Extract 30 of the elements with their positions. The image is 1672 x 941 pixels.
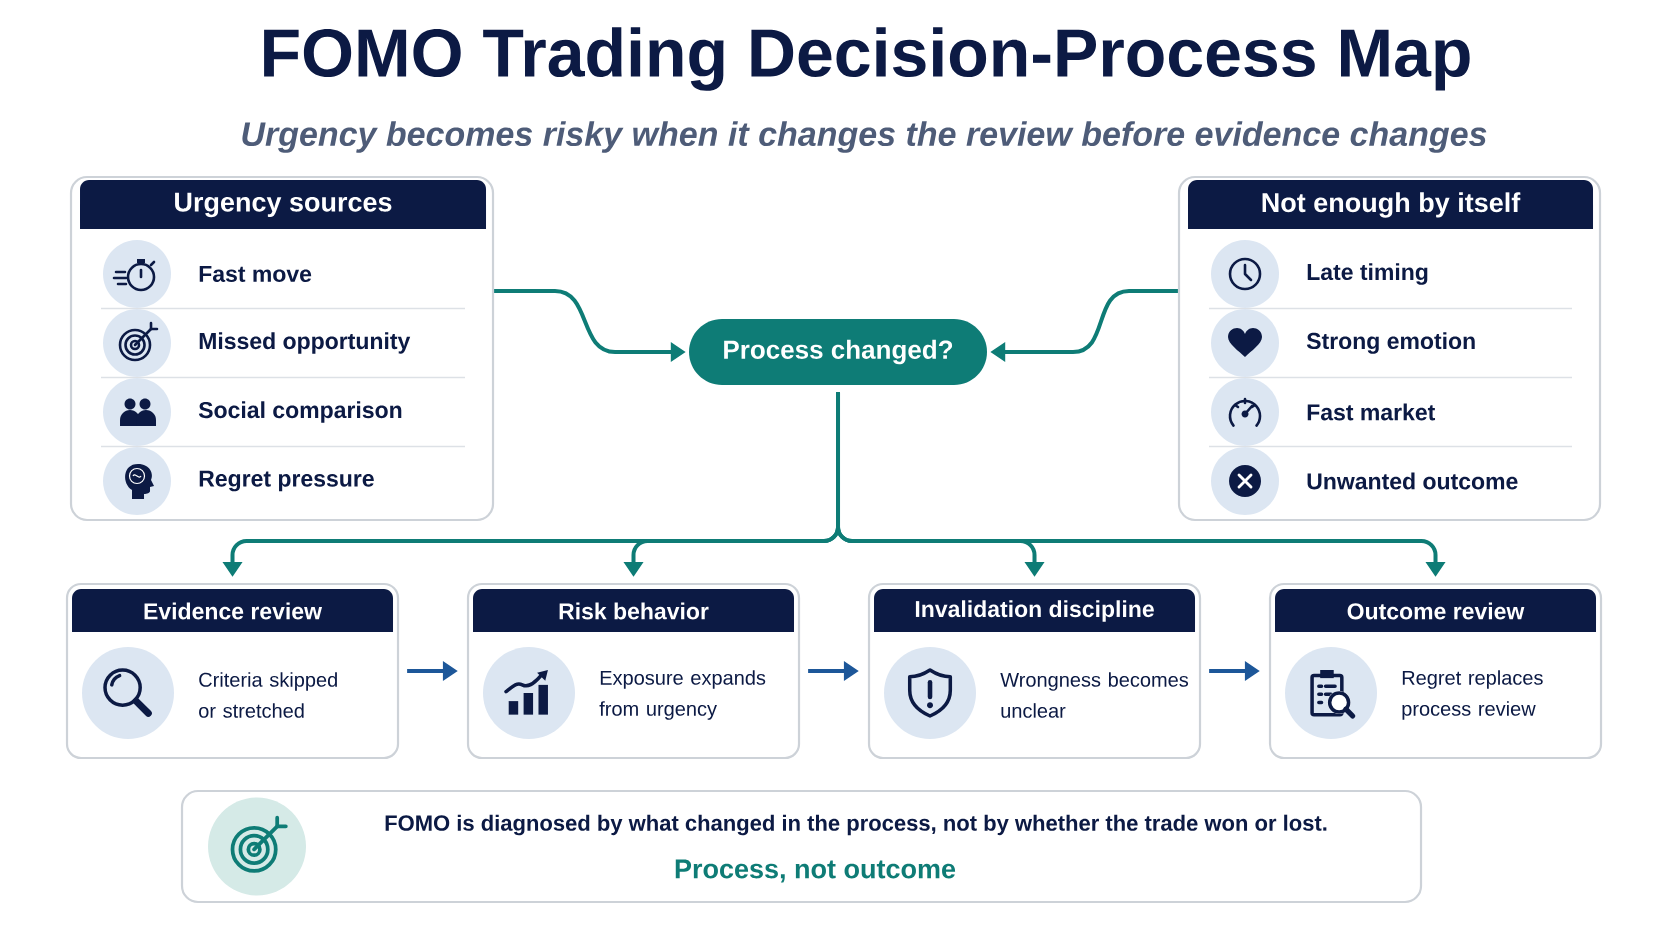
stage-card — [466, 582, 801, 760]
list-panel — [1177, 175, 1602, 522]
list-item: Fast move — [199, 265, 312, 282]
list-item: Social comparison — [198, 401, 402, 423]
subtitle: Urgency becomes risky when it changes the review before evidence changes — [242, 121, 1487, 153]
list-item: Late timing — [1307, 263, 1428, 285]
list-item: Missed opportunity — [199, 332, 411, 354]
stage-card — [65, 582, 400, 760]
list-item: Regret pressure — [199, 470, 374, 492]
note-text: FOMO is diagnosed by what changed in the process, not by whether the trade won or lost. — [385, 814, 1327, 836]
note-box — [180, 789, 1423, 904]
card-text: Regret replaces process review — [1402, 670, 1543, 720]
stage-card — [867, 582, 1202, 760]
list-item: Unwanted outcome — [1307, 472, 1518, 490]
list-item: Strong emotion — [1306, 332, 1475, 354]
card-text: Wrongness becomes unclear — [1000, 672, 1189, 718]
card-text: Exposure expands from urgency — [599, 670, 766, 720]
card-header: Outcome review — [1275, 589, 1596, 632]
list-panel — [69, 175, 495, 522]
list-item: Fast market — [1307, 403, 1435, 421]
panel-header: Not enough by itself — [1188, 180, 1593, 229]
card-header: Invalidation discipline — [874, 589, 1195, 632]
decision-pill: Process changed? — [689, 319, 987, 385]
card-text: Criteria skipped or stretched — [199, 672, 337, 718]
stage-card — [1268, 582, 1603, 760]
card-header: Evidence review — [72, 589, 393, 632]
note-emphasis: Process, not outcome — [675, 859, 956, 883]
panel-header: Urgency sources — [80, 180, 486, 229]
title: FOMO Trading Decision-Process Map — [264, 27, 1470, 91]
card-header: Risk behavior — [473, 589, 794, 632]
